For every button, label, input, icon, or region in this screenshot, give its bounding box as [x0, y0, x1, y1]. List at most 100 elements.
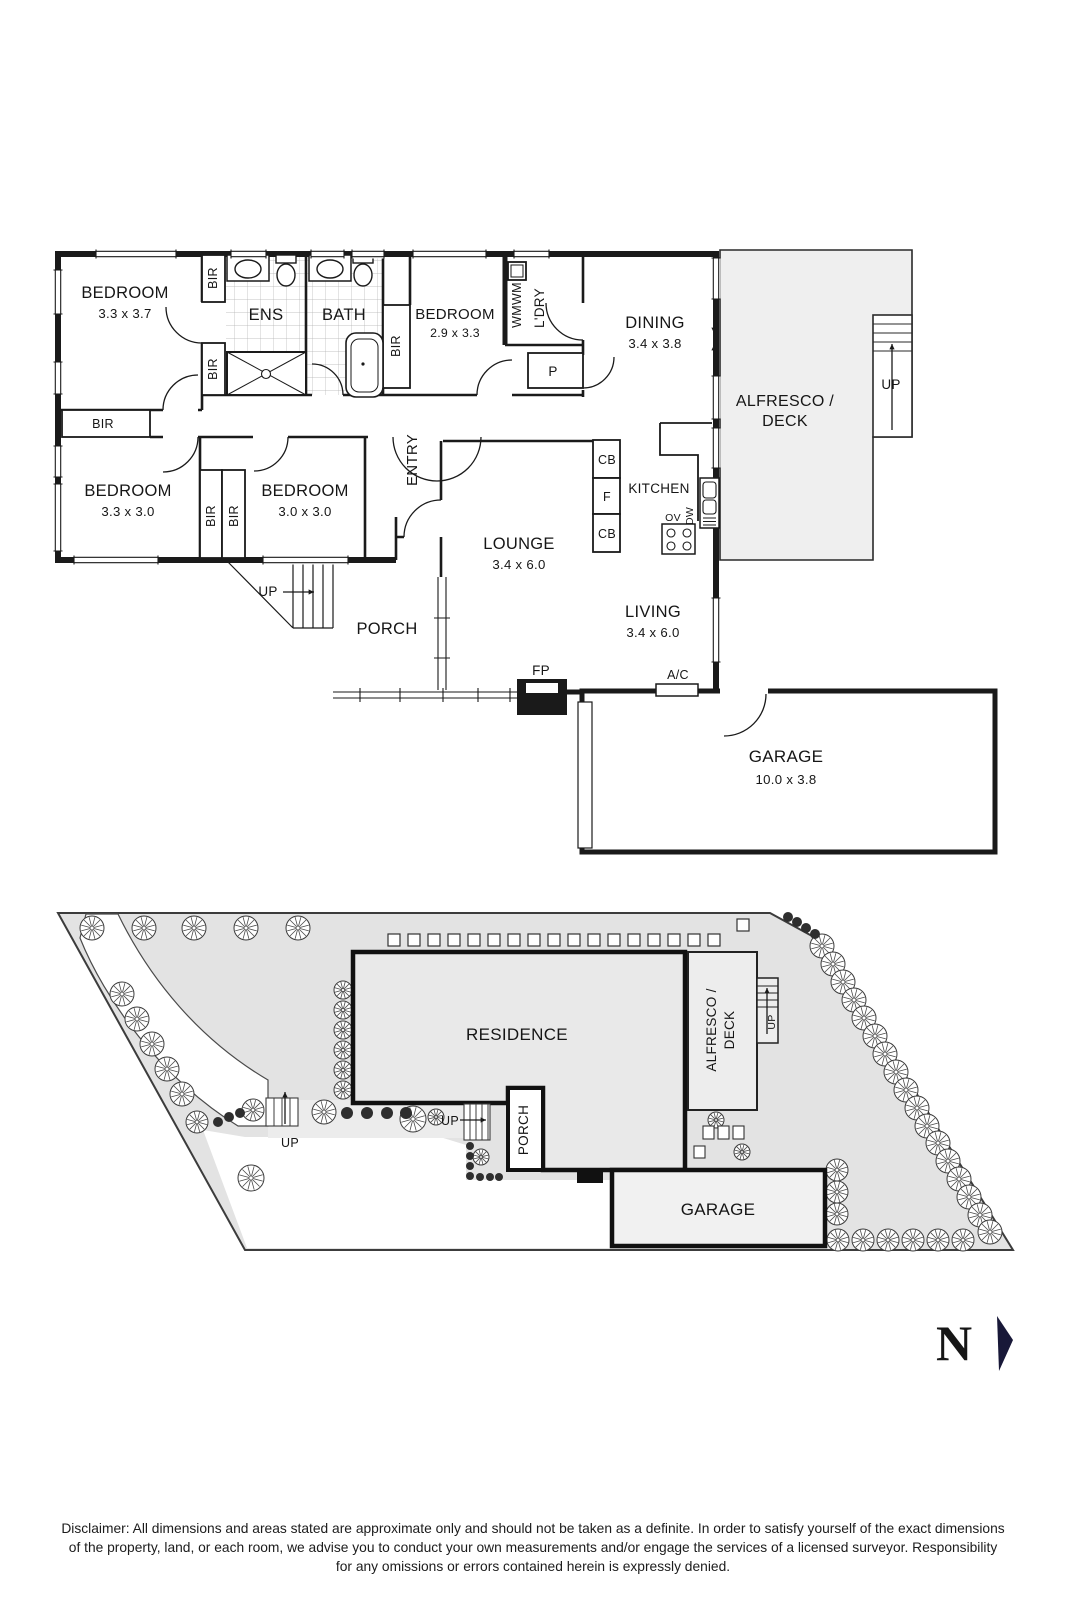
cupboard-label-1: CB [598, 453, 616, 467]
shower-rose [260, 368, 272, 380]
dining-label: DINING [625, 314, 685, 332]
site-plan-labels: RESIDENCE GARAGE ALFRESCO / DECK UP PORC… [281, 988, 778, 1219]
shrub-icon [381, 1107, 393, 1119]
shrub-icon [400, 1107, 412, 1119]
site-porch-label: PORCH [516, 1105, 531, 1155]
tree-icon [951, 1228, 975, 1252]
site-alfresco-up-label: UP [766, 1014, 778, 1029]
tree-icon [707, 1111, 725, 1129]
site-alfresco-label-1: ALFRESCO / [704, 988, 719, 1071]
tree-icon [241, 1098, 265, 1122]
alfresco-stair-treads [873, 323, 912, 352]
site-garage-label: GARAGE [681, 1200, 756, 1219]
tree-icon [139, 1031, 165, 1057]
site-fireplace-nub [577, 1170, 603, 1183]
disclaimer-line-2: of the property, land, or each room, we … [69, 1540, 998, 1555]
north-arrow-icon [997, 1316, 1013, 1371]
porch-up-label: UP [258, 584, 277, 599]
garage-door-opening [720, 685, 768, 697]
tree-icon [809, 933, 835, 959]
tree-icon [956, 1184, 982, 1210]
tree-icon [79, 915, 105, 941]
oven-label: OV [665, 512, 681, 524]
shrub-icon [235, 1108, 245, 1118]
site-plan: RESIDENCE GARAGE ALFRESCO / DECK UP PORC… [56, 912, 1015, 1252]
fireplace-label: FP [532, 663, 550, 678]
cupboard-label-2: CB [598, 527, 616, 541]
shrub-icon [495, 1173, 503, 1181]
tree-icon [124, 1006, 150, 1032]
patio-squares [693, 1125, 745, 1159]
shrub-icon [341, 1107, 353, 1119]
bedroom4-dims: 3.0 x 3.0 [278, 504, 331, 519]
fridge-label: F [603, 490, 611, 504]
shrub-icon [466, 1142, 474, 1150]
bath-toilet [353, 263, 373, 287]
shrub-icon [783, 912, 793, 922]
shrub-icon [466, 1172, 474, 1180]
tree-icon [472, 1148, 490, 1166]
shrub-icon [810, 929, 820, 939]
bathtub-drain [361, 362, 365, 366]
door-arcs [162, 302, 767, 737]
direction-arrows [282, 303, 895, 1124]
tree-icon [333, 1040, 353, 1060]
ens-toilet [276, 263, 296, 287]
dining-dims: 3.4 x 3.8 [628, 336, 681, 351]
bir-label-4: BIR [204, 505, 218, 527]
tree-icon [935, 1148, 961, 1174]
disclaimer: Disclaimer: All dimensions and areas sta… [61, 1521, 1004, 1574]
shrub-icon [466, 1162, 474, 1170]
bedroom2-dims: 2.9 x 3.3 [430, 326, 480, 340]
tree-icon [154, 1056, 180, 1082]
driveway-up-label: UP [281, 1136, 299, 1150]
bir-label-hall: BIR [92, 417, 114, 431]
site-alfresco-label-2: DECK [722, 1011, 737, 1050]
bir-label-2: BIR [206, 358, 220, 380]
lounge-label: LOUNGE [483, 535, 554, 553]
bath-label: BATH [322, 306, 366, 324]
garage-structure [567, 685, 998, 855]
tree-icon [181, 915, 207, 941]
bedroom2-label: BEDROOM [415, 306, 495, 323]
garage-label: GARAGE [749, 747, 824, 766]
porch-edge-lines [333, 577, 517, 702]
shrub-icon [476, 1173, 484, 1181]
window-glyphs [53, 249, 721, 663]
tree-icon [427, 1108, 445, 1126]
tree-icon [862, 1023, 888, 1049]
bedroom1-label: BEDROOM [81, 284, 168, 302]
tree-icon [926, 1228, 950, 1252]
tree-icon [333, 1060, 353, 1080]
site-garage [609, 1167, 828, 1249]
tree-icon [977, 1219, 1003, 1245]
bathroom-fixtures [226, 254, 384, 398]
bedroom4-label: BEDROOM [261, 482, 348, 500]
tree-icon [233, 915, 259, 941]
kitchen-bench [659, 422, 712, 521]
shrub-icon [466, 1152, 474, 1160]
tree-icon [109, 981, 135, 1007]
north-label: N [936, 1315, 972, 1371]
fireplace-inner [526, 683, 558, 693]
bedroom3-label: BEDROOM [84, 482, 171, 500]
bathtub-inner [350, 338, 379, 393]
alfresco-label-line2: DECK [762, 413, 808, 430]
tree-icon [733, 1143, 751, 1161]
residence-label: RESIDENCE [466, 1025, 568, 1044]
floor-plan-labels: BEDROOM 3.3 x 3.7 ENS BATH BEDROOM 2.9 x… [81, 267, 900, 787]
shrub-icon [213, 1117, 223, 1127]
ens-toilet-tank [275, 254, 297, 264]
porch-label: PORCH [356, 620, 417, 638]
tree-icon [185, 1110, 209, 1134]
tree-icon [893, 1077, 919, 1103]
tree-icon [333, 1020, 353, 1040]
bath-basin [316, 259, 344, 279]
aircon-unit [655, 683, 699, 697]
living-label: LIVING [625, 603, 681, 621]
tree-icon [333, 980, 353, 1000]
laundry-label: L'DRY [532, 288, 547, 328]
tree-icon [333, 1080, 353, 1100]
entry-label: ENTRY [404, 434, 421, 486]
